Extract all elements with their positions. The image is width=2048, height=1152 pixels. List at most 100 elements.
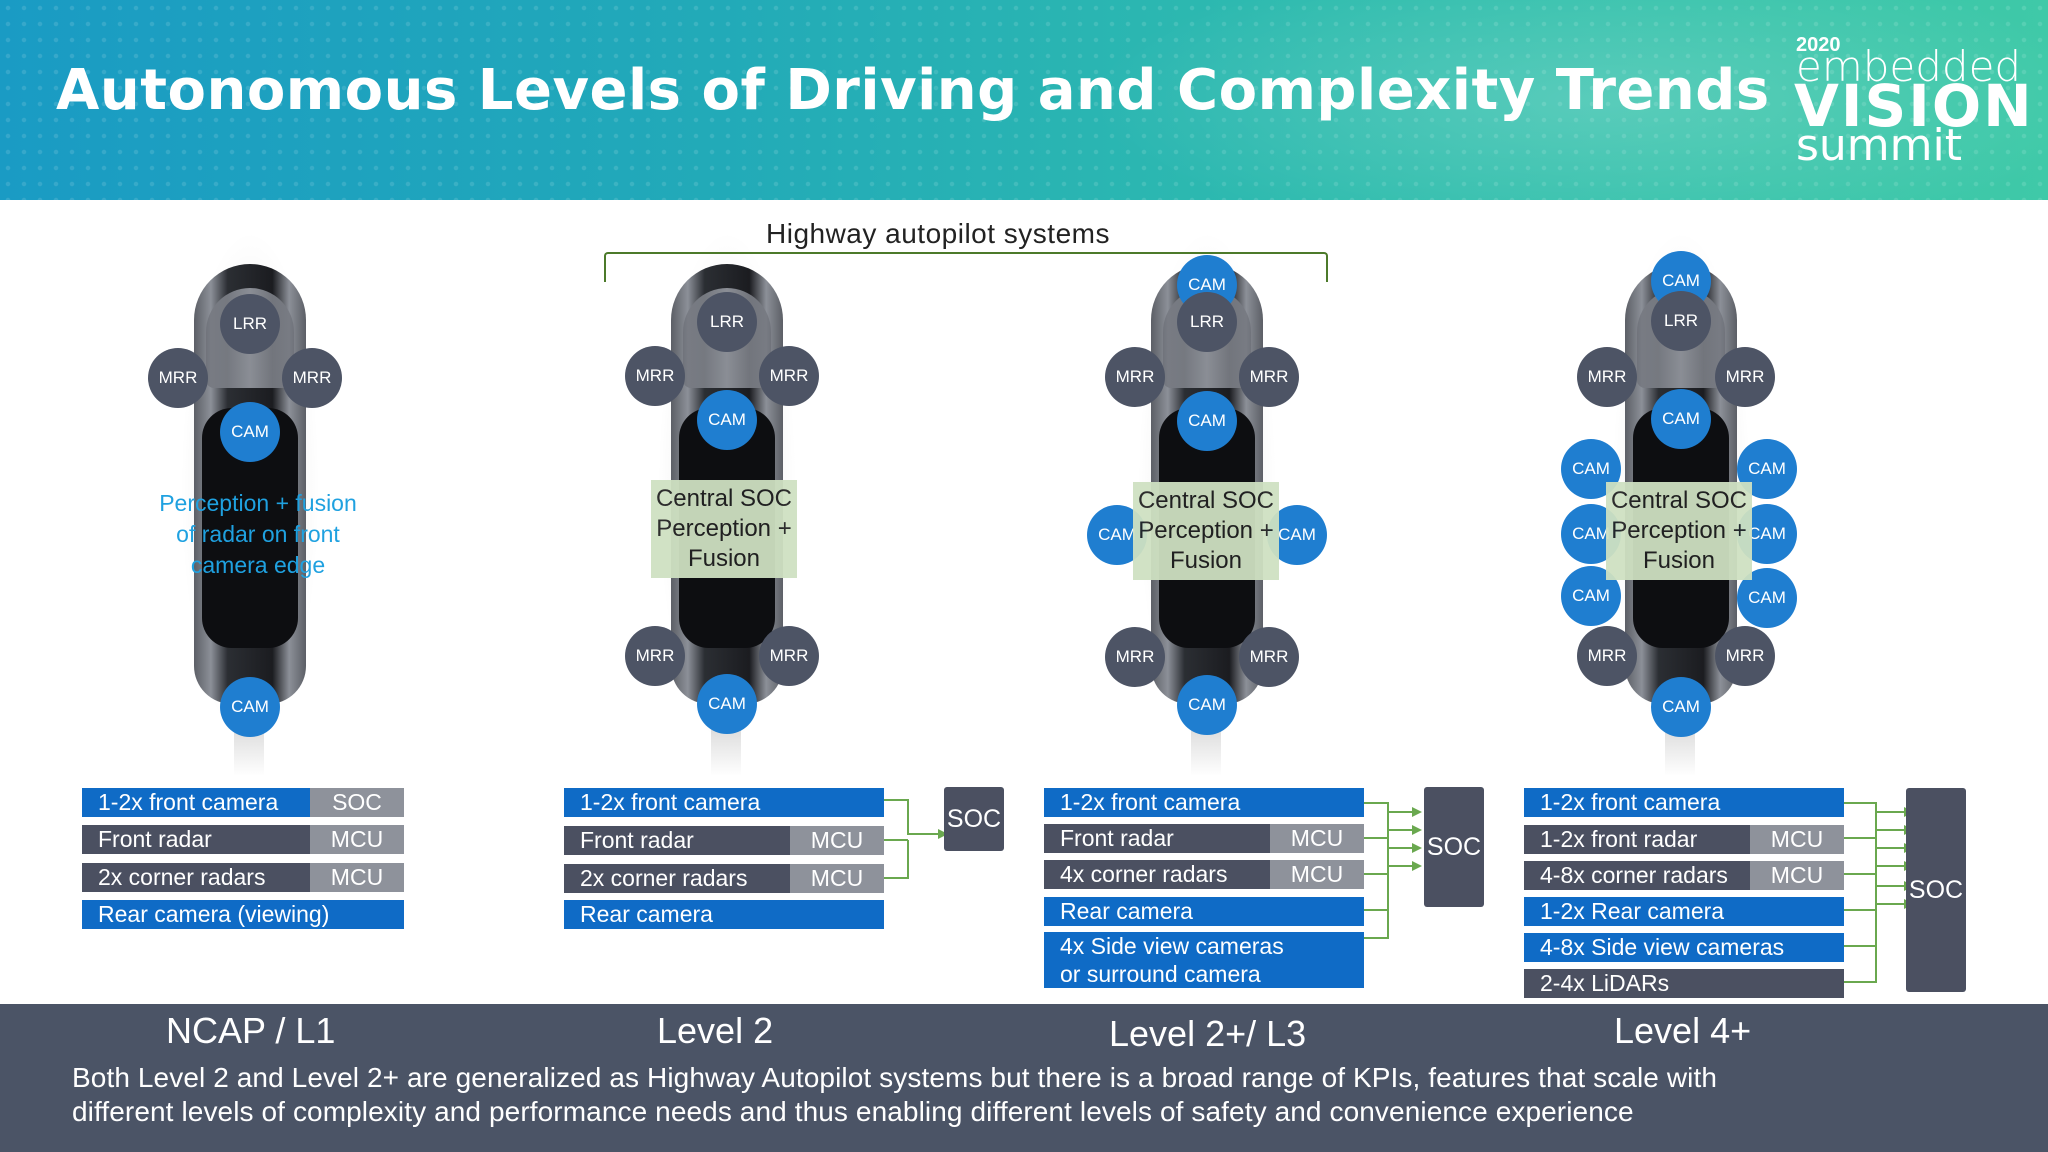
logo-line-1: embedded	[1796, 42, 2022, 91]
perception-text: Perception + fusion of radar on front ca…	[159, 490, 357, 578]
row-label: 2-4x LiDARs	[1540, 970, 1670, 996]
row-tag: SOC	[310, 788, 404, 817]
level-label-l1: NCAP / L1	[166, 1010, 336, 1051]
row-label: Rear camera	[580, 901, 713, 927]
cam-label: CAM	[1662, 697, 1700, 716]
cam-label: CAM	[1278, 525, 1316, 544]
row-label: 2x corner radars	[98, 864, 266, 890]
central-line-1: Central SOC	[1137, 487, 1275, 514]
mrr-label: MRR	[1115, 647, 1155, 666]
front-cam-sensor: CAM	[1177, 391, 1237, 451]
mrr-sensor: MRR	[1715, 347, 1775, 407]
component-row: Front radar MCU	[564, 826, 884, 855]
cam-label: CAM	[1098, 525, 1136, 544]
mrr-sensor: MRR	[1105, 347, 1165, 407]
footer-note-line-1: Both Level 2 and Level 2+ are generalize…	[72, 1062, 1718, 1093]
mrr-label: MRR	[1249, 367, 1289, 386]
central-line-3: Fusion	[687, 545, 761, 572]
rear-cam-sensor: CAM	[697, 674, 757, 734]
mrr-sensor: MRR	[625, 626, 685, 686]
component-row: 4x corner radars MCU	[1044, 860, 1364, 889]
highway-bracket	[604, 252, 1328, 282]
row-label: Front radar	[580, 827, 694, 853]
lrr-sensor: LRR	[697, 292, 757, 352]
cam-label: CAM	[231, 422, 269, 441]
row-label: 1-2x front radar	[1540, 826, 1698, 852]
central-soc-box: Central SOC Perception + Fusion	[1606, 482, 1752, 580]
lrr-label: LRR	[709, 312, 744, 331]
row-label: Rear camera (viewing)	[98, 901, 330, 927]
component-row: 2-4x LiDARs	[1524, 969, 1844, 998]
component-row: 1-2x front camera	[564, 788, 884, 817]
mrr-sensor: MRR	[1577, 626, 1637, 686]
front-cam-sensor: CAM	[1651, 389, 1711, 449]
mrr-label: MRR	[158, 368, 198, 387]
soc-box: SOC	[1906, 788, 1966, 992]
cam-label: CAM	[1662, 409, 1700, 428]
mrr-sensor: MRR	[759, 626, 819, 686]
slide-title: Autonomous Levels of Driving and Complex…	[56, 58, 1770, 123]
level-label-l4: Level 4+	[1614, 1010, 1752, 1051]
row-label: 2x corner radars	[580, 865, 748, 891]
component-row: Front radar MCU	[1044, 824, 1364, 853]
cam-label: CAM	[1572, 524, 1610, 543]
central-line-3: Fusion	[1642, 547, 1716, 574]
footer-note-line-2: different levels of complexity and perfo…	[72, 1096, 1634, 1127]
mrr-label: MRR	[635, 646, 675, 665]
central-line-1: Central SOC	[1610, 487, 1748, 514]
mrr-label: MRR	[635, 366, 675, 385]
rear-cam-sensor: CAM	[1177, 675, 1237, 735]
row-label: 1-2x Rear camera	[1540, 898, 1725, 924]
lrr-label: LRR	[232, 314, 267, 333]
component-row: 1-2x Rear camera	[1524, 897, 1844, 926]
cam-label: CAM	[1572, 586, 1610, 605]
lrr-sensor: LRR	[1177, 292, 1237, 352]
mrr-label: MRR	[1115, 367, 1155, 386]
central-line-2: Perception +	[1611, 517, 1747, 544]
logo-line-2: VISION	[1794, 72, 2034, 140]
component-row: Rear camera	[564, 900, 884, 929]
row-label: 1-2x front camera	[580, 789, 761, 815]
mrr-sensor: MRR	[282, 348, 342, 408]
central-line-2: Perception +	[656, 515, 792, 542]
mrr-label: MRR	[1725, 646, 1765, 665]
footer-bar	[0, 1004, 2048, 1152]
row-label: 1-2x front camera	[1060, 789, 1241, 815]
cam-label: CAM	[1748, 588, 1786, 607]
row-label: 1-2x front camera	[1540, 789, 1721, 815]
component-row: 2x corner radars MCU	[82, 863, 404, 892]
central-line-1: Central SOC	[655, 485, 793, 512]
lrr-label: LRR	[1663, 311, 1698, 330]
row-label: 1-2x front camera	[98, 789, 279, 815]
mrr-label: MRR	[769, 366, 809, 385]
row-label-line-2: or surround camera	[1060, 961, 1261, 987]
cam-label: CAM	[708, 694, 746, 713]
mrr-sensor: MRR	[1239, 627, 1299, 687]
cam-label: CAM	[1188, 411, 1226, 430]
component-row: 1-2x front camera SOC	[82, 788, 404, 817]
row-tag: MCU	[310, 863, 404, 892]
row-tag: MCU	[790, 864, 884, 893]
soc-box: SOC	[1424, 787, 1484, 907]
lrr-sensor: LRR	[1651, 291, 1711, 351]
row-label: Front radar	[98, 826, 212, 852]
summit-logo: 2020 embedded VISION summit	[1794, 34, 2032, 171]
component-row: 2x corner radars MCU	[564, 864, 884, 893]
row-label: Rear camera	[1060, 898, 1193, 924]
lrr-label: LRR	[1189, 312, 1224, 331]
logo-line-3: summit	[1796, 120, 1963, 171]
front-cam-sensor: CAM	[697, 390, 757, 450]
component-row: Front radar MCU	[82, 825, 404, 854]
mrr-label: MRR	[292, 368, 332, 387]
central-soc-box: Central SOC Perception + Fusion	[1133, 482, 1279, 580]
lrr-sensor: LRR	[220, 294, 280, 354]
slide-header: Autonomous Levels of Driving and Complex…	[0, 0, 2048, 200]
central-line-2: Perception +	[1138, 517, 1274, 544]
mrr-sensor: MRR	[1577, 347, 1637, 407]
rear-cam-sensor: CAM	[220, 677, 280, 737]
row-tag: MCU	[310, 825, 404, 854]
cam-label: CAM	[1572, 459, 1610, 478]
cam-label: CAM	[708, 410, 746, 429]
mrr-sensor: MRR	[759, 346, 819, 406]
row-tag: MCU	[1270, 824, 1364, 853]
